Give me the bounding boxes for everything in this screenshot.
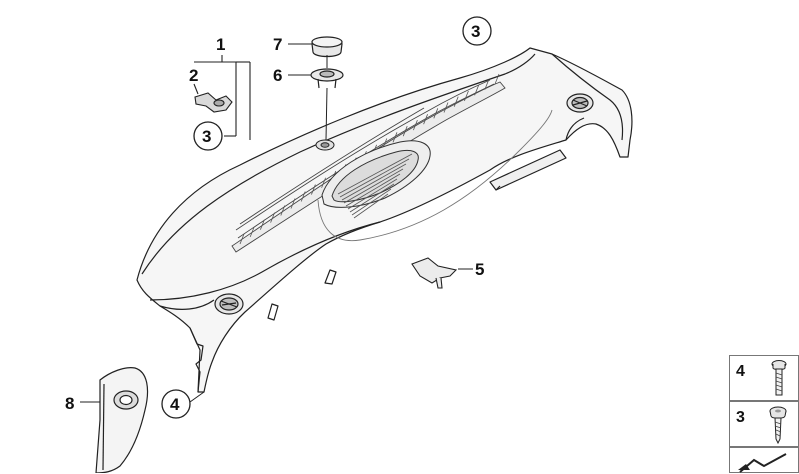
- defroster-slat: [433, 108, 439, 119]
- bracket-group-1: [193, 55, 251, 140]
- vent-louvre: [339, 158, 410, 198]
- vent-louvre: [341, 163, 407, 201]
- defroster-slat: [443, 102, 449, 113]
- defroster-slat: [423, 114, 428, 125]
- fastener-cell-extra: [729, 447, 799, 473]
- vent-louvre: [337, 153, 413, 195]
- fastener-symbol-icon: [738, 453, 787, 473]
- label-7: 7: [273, 35, 282, 54]
- fastener-panel: 4 3: [729, 355, 799, 473]
- fastener-number-4: 4: [736, 363, 745, 380]
- round-vent-right: [566, 93, 594, 113]
- centre-air-vent: [321, 140, 431, 208]
- side-cover-part-8: [95, 367, 149, 473]
- vent-louvre: [351, 188, 392, 216]
- defroster-slat: [249, 226, 255, 237]
- defroster-slat: [464, 90, 469, 102]
- fastener-number-3: 3: [736, 409, 745, 426]
- label-5: 5: [475, 260, 484, 279]
- callout-circle-4: [161, 389, 191, 419]
- leader-6-hole: [325, 87, 328, 141]
- defroster-slat: [453, 96, 459, 107]
- vent-louvre: [353, 193, 389, 219]
- round-vent-left: [214, 293, 244, 315]
- label-3-top: 3: [471, 22, 480, 41]
- callout-circle-3-left: [193, 121, 223, 151]
- dash-contour: [317, 109, 553, 242]
- defroster-slat: [392, 132, 398, 143]
- leader-lines: [80, 43, 473, 403]
- fastener-cell-3: 3: [729, 401, 799, 447]
- vent-louvre: [347, 178, 398, 210]
- vent-louvres: [337, 153, 413, 219]
- vent-louvre: [343, 168, 404, 204]
- grommet-part-6: [310, 68, 344, 89]
- defroster-slat: [239, 233, 245, 245]
- defroster-slat: [413, 119, 418, 131]
- vent-louvre: [349, 183, 395, 213]
- defroster-slat: [402, 126, 408, 137]
- defroster-slat: [321, 177, 326, 188]
- defroster-slat: [260, 219, 265, 230]
- defroster-slat: [270, 212, 275, 223]
- defroster-slat: [280, 205, 286, 216]
- label-2: 2: [189, 66, 198, 85]
- fastener-cell-4: 4: [729, 355, 799, 401]
- label-1: 1: [216, 35, 225, 54]
- label-8: 8: [65, 394, 74, 413]
- label-4: 4: [170, 395, 180, 414]
- callout-circle-3-top: [462, 16, 492, 46]
- defroster-slat: [311, 184, 316, 195]
- label-3-left: 3: [202, 127, 211, 146]
- cap-part-7: [311, 36, 343, 58]
- screw-icon: [771, 360, 787, 396]
- clip-hole: [315, 139, 335, 151]
- label-6: 6: [273, 66, 282, 85]
- defroster-slat: [474, 85, 479, 96]
- dashboard-panel: [136, 47, 633, 393]
- defroster-slat: [484, 79, 490, 90]
- defroster-slat: [290, 198, 296, 209]
- clip-part-2: [194, 92, 233, 113]
- defroster-slat: [300, 191, 306, 202]
- screw-icon: [769, 406, 787, 445]
- clip-part-5: [411, 257, 458, 289]
- vent-louvre: [345, 173, 401, 207]
- defroster-slat: [494, 73, 500, 85]
